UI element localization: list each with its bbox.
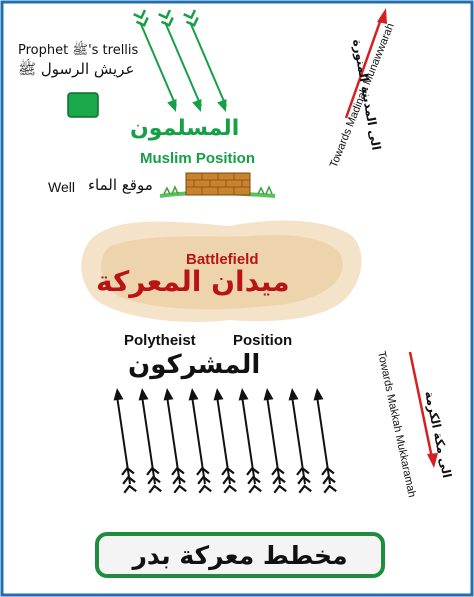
well-label-en: Well bbox=[48, 179, 75, 195]
map-title: مخطط معركة بدر bbox=[132, 540, 348, 570]
battlefield-label-ar: ميدان المعركة bbox=[96, 265, 290, 298]
polytheist-arrow bbox=[163, 388, 187, 494]
madinah-direction-arrow bbox=[344, 8, 387, 119]
battlefield-label-en: Battlefield bbox=[186, 251, 259, 268]
well-icon bbox=[159, 172, 276, 198]
trellis-label-ar: عريش الرسول ﷺ bbox=[18, 60, 135, 78]
polytheist-label-ar: المشركون bbox=[128, 350, 261, 380]
polytheist-arrow bbox=[213, 388, 237, 494]
polytheist-arrow bbox=[138, 388, 162, 494]
muslim-arrows bbox=[133, 9, 227, 112]
polytheist-arrow bbox=[113, 388, 137, 494]
polytheist-label-en: Polytheist bbox=[124, 332, 196, 349]
muslim-label-en: Muslim Position bbox=[140, 150, 256, 167]
polytheist-arrows bbox=[113, 388, 337, 494]
polytheist-arrow bbox=[238, 388, 262, 494]
polytheist-arrow bbox=[188, 388, 212, 494]
muslim-label-ar: المسلمون bbox=[130, 116, 240, 141]
trellis-marker bbox=[67, 92, 99, 118]
well-label-ar: موقع الماء bbox=[88, 176, 153, 194]
polytheist-position-label-en: Position bbox=[233, 332, 293, 349]
muslim-arrow bbox=[133, 9, 177, 112]
muslim-arrow bbox=[158, 9, 202, 112]
map-title-box: مخطط معركة بدر bbox=[95, 532, 385, 578]
trellis-label-en: Prophet ﷺ's trellis bbox=[18, 43, 139, 58]
polytheist-arrow bbox=[263, 388, 287, 494]
muslim-arrow bbox=[183, 9, 227, 112]
battlefield-area bbox=[81, 220, 362, 322]
polytheist-arrow bbox=[288, 388, 312, 494]
polytheist-arrow bbox=[313, 388, 337, 494]
makkah-direction-arrow bbox=[408, 351, 438, 468]
